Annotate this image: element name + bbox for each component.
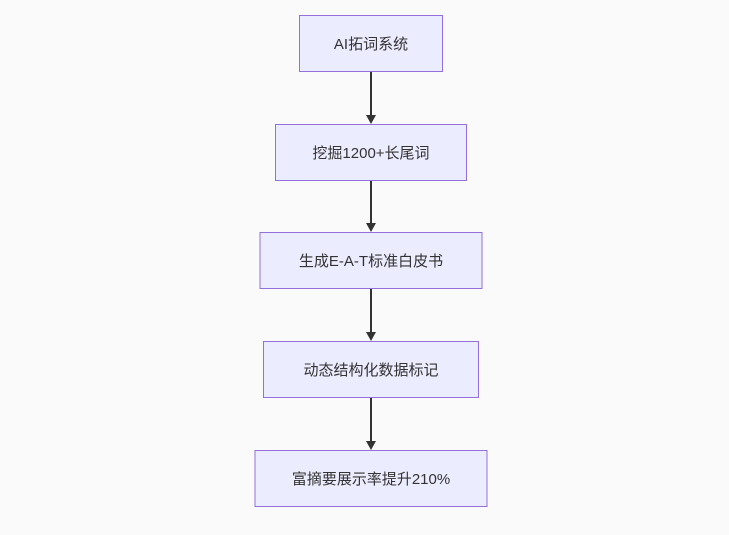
arrow-line [370,398,372,441]
flowchart-node-ai-word-expansion-system: AI拓词系统 [299,15,443,72]
node-label: 挖掘1200+长尾词 [312,145,430,162]
flowchart-node-rich-snippet-rate: 富摘要展示率提升210% [254,450,488,507]
arrow-line [370,181,372,223]
flow-arrow-4 [366,398,376,450]
node-label: AI拓词系统 [333,36,409,53]
arrowhead-down-icon [366,332,376,341]
arrowhead-down-icon [366,115,376,124]
node-label: 动态结构化数据标记 [303,362,439,379]
node-label: 生成E-A-T标准白皮书 [298,253,444,270]
arrowhead-down-icon [366,441,376,450]
flowchart-node-eat-whitepaper: 生成E-A-T标准白皮书 [259,232,483,289]
flowchart-node-structured-data-markup: 动态结构化数据标记 [263,341,479,398]
flow-arrow-1 [366,72,376,124]
flow-arrow-2 [366,181,376,232]
arrow-line [370,72,372,115]
node-label: 富摘要展示率提升210% [291,471,451,488]
flow-arrow-3 [366,289,376,341]
arrow-line [370,289,372,332]
arrowhead-down-icon [366,223,376,232]
flowchart-node-longtail-keywords: 挖掘1200+长尾词 [275,124,467,181]
